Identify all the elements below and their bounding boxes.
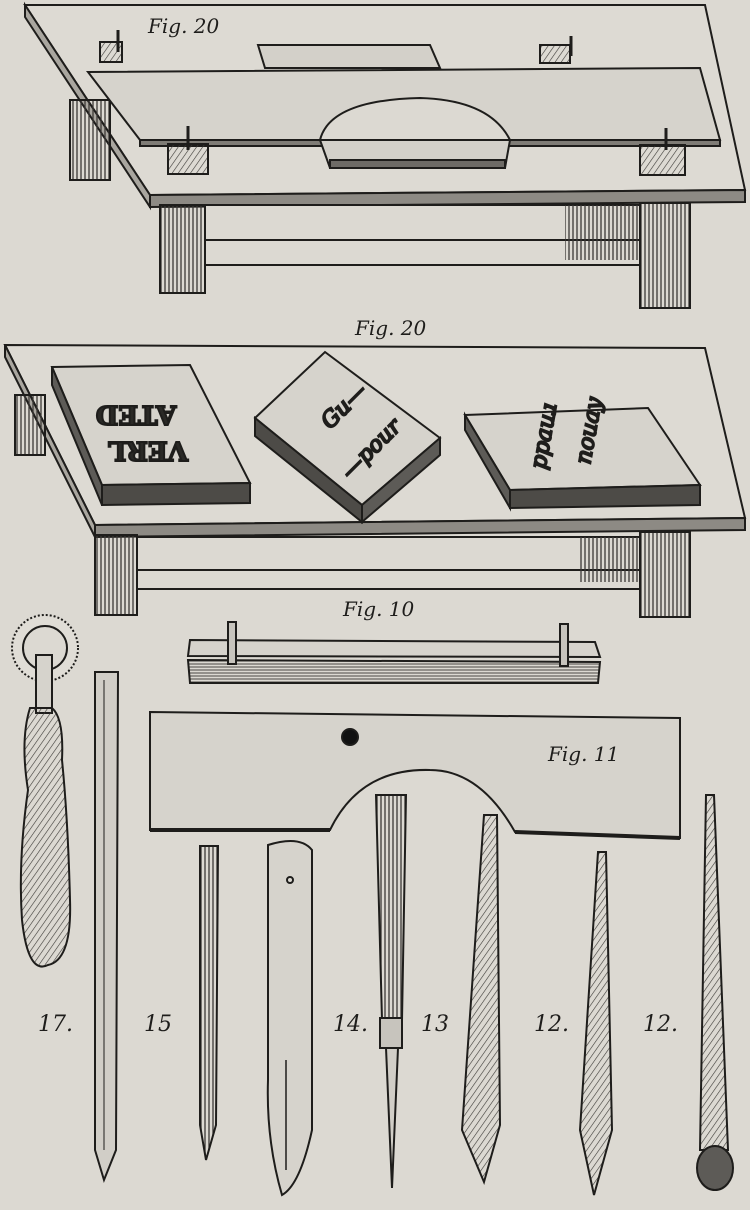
tool-12-graver-b — [578, 851, 614, 1196]
tool-12-graver-a — [460, 814, 502, 1186]
tool-number-13: 13 — [421, 1012, 449, 1037]
caption-fig20-top: Fig. 20 — [148, 14, 220, 38]
table-middle-fig20: ATED VERL Gu— —pour ppauɹ nouay — [3, 343, 747, 618]
board-hole — [341, 728, 359, 746]
tool-number-12b: 12. — [643, 1012, 678, 1037]
block-left-line1: ATED — [96, 399, 177, 429]
table-top-fig20 — [23, 1, 747, 309]
tool-pen-small — [199, 845, 220, 1161]
tool-number-12a: 12. — [534, 1012, 569, 1037]
tool-15-straight-blade — [94, 671, 120, 1184]
caption-fig10: Fig. 10 — [343, 597, 415, 621]
tool-17-roulette — [11, 614, 79, 968]
tool-number-15: 15 — [144, 1012, 172, 1037]
caption-fig11: Fig. 11 — [548, 742, 620, 766]
tool-number-14: 14. — [333, 1012, 368, 1037]
fig10-clamp-bar — [186, 621, 602, 684]
tool-number-17: 17. — [38, 1012, 73, 1037]
tool-14-folder — [266, 840, 313, 1197]
caption-fig20-middle: Fig. 20 — [355, 316, 427, 340]
tool-13-awl — [374, 794, 408, 1189]
fig11-template-board — [149, 710, 681, 840]
tool-12-burnisher — [696, 794, 734, 1191]
block-left-line2: VERL — [108, 435, 189, 465]
